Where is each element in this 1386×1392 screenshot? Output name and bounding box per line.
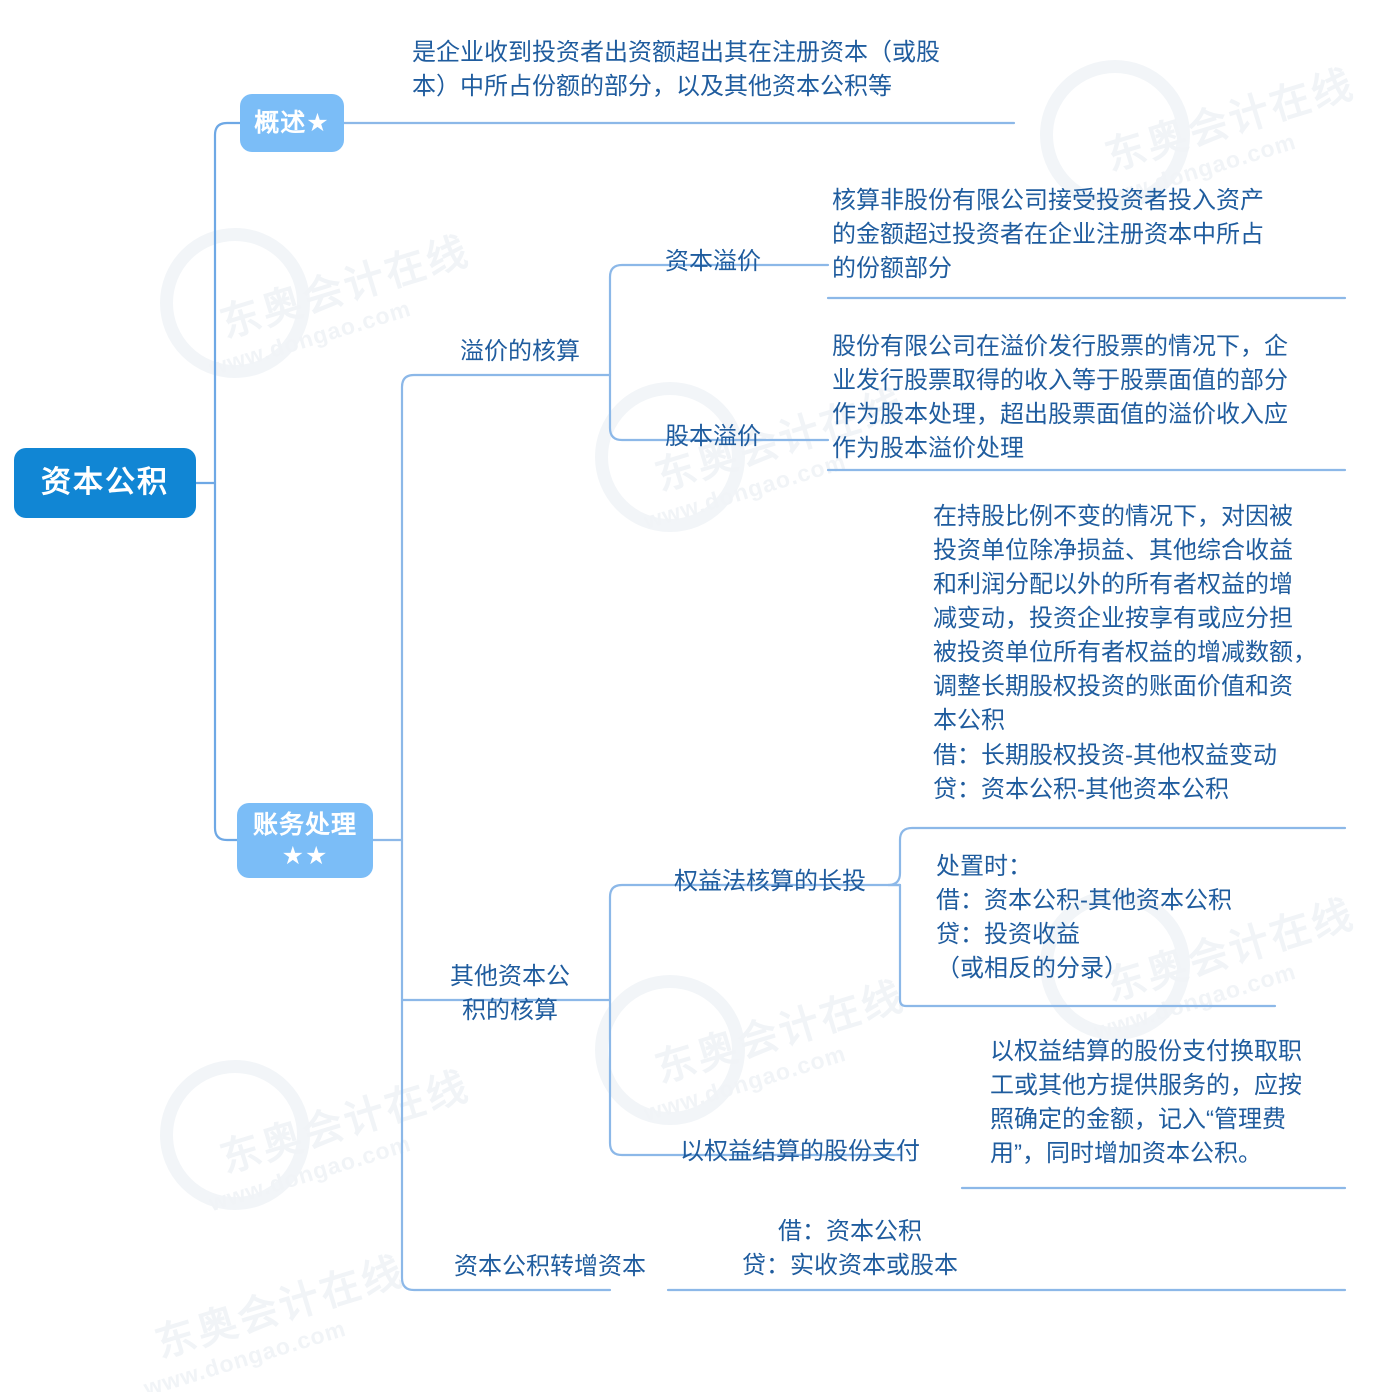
branch-node-accounting-treatment[interactable]: 账务处理 ★★ [237,803,373,878]
branch-node-accounting-treatment-label: 账务处理 ★★ [252,811,357,870]
watermark-logo [160,1060,310,1210]
label-transfer-to-capital[interactable]: 资本公积转增资本 [454,1253,646,1280]
label-capital-premium[interactable]: 资本溢价 [665,248,761,275]
root-node-label: 资本公积 [41,466,169,499]
root-node-capital-reserve[interactable]: 资本公积 [14,448,196,518]
watermark-text: www.dongao.com [205,294,415,382]
watermark-text: www.dongao.com [205,1129,415,1217]
watermark-logo [595,382,745,532]
capital-premium-detail-text: 核算非股份有限公司接受投资者投入资产 的金额超过投资者在企业注册资本中所占 的份… [832,187,1264,283]
equity-method-detail-text: 在持股比例不变的情况下，对因被 投资单位除净损益、其他综合收益 和利润分配以外的… [933,503,1317,803]
watermark-text: 东奥会计在线 [215,1064,475,1182]
watermark-text: 东奥会计在线 [215,229,475,347]
label-equity-settled-share-payment[interactable]: 以权益结算的股份支付 [680,1138,920,1165]
share-premium-detail-text: 股份有限公司在溢价发行股票的情况下，企 业发行股票取得的收入等于股票面值的部分 … [832,333,1288,463]
watermark-logo [595,975,745,1125]
watermark-logo [160,228,310,378]
equity-method-disposal-detail-text: 处置时： 借：资本公积-其他资本公积 贷：投资收益 （或相反的分录） [936,853,1232,983]
watermark-text: 东奥会计在线 [1100,62,1360,180]
watermark-text: 东奥会计在线 [150,1249,410,1367]
watermark-text: www.dongao.com [140,1314,350,1392]
watermark-text: 东奥会计在线 [650,974,910,1092]
branch-node-overview[interactable]: 概述★ [240,94,344,152]
label-share-premium[interactable]: 股本溢价 [665,423,761,450]
label-other-capital-reserve-accounting[interactable]: 其他资本公 积的核算 [450,963,570,1025]
watermark-text: www.dongao.com [640,447,850,535]
overview-detail-text: 是企业收到投资者出资额超出其在注册资本（或股 本）中所占份额的部分，以及其他资本… [412,39,940,101]
label-equity-method-long-term-investment[interactable]: 权益法核算的长投 [674,868,866,895]
equity-settled-share-payment-detail-text: 以权益结算的股份支付换取职 工或其他方提供服务的，应按 照确定的金额，记入“管理… [990,1038,1302,1168]
branch-node-overview-label: 概述★ [254,108,330,137]
label-premium-accounting[interactable]: 溢价的核算 [460,338,580,365]
transfer-to-capital-detail-text: 借：资本公积 贷：实收资本或股本 [742,1218,958,1280]
watermark-text: www.dongao.com [640,1039,850,1127]
